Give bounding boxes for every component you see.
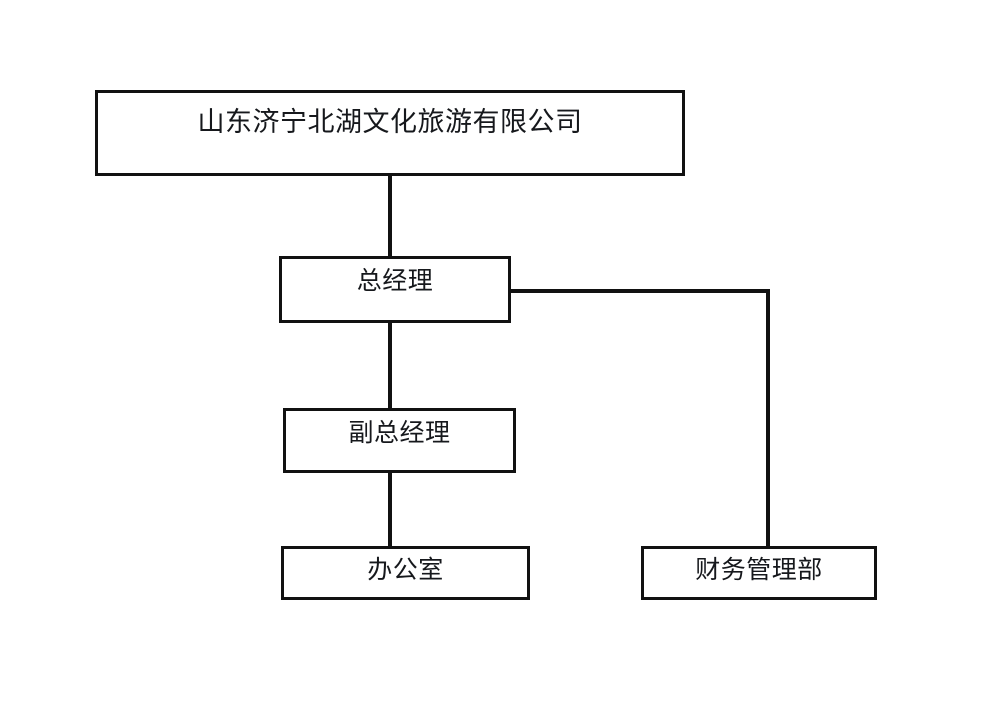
org-node-office-label: 办公室: [367, 557, 444, 584]
connector-company-to-general-manager: [388, 173, 392, 259]
connector-general-manager-to-deputy-general-manager: [388, 320, 392, 411]
org-node-deputy-general-manager[interactable]: 副总经理: [283, 408, 516, 473]
connector-deputy-general-manager-to-office: [388, 470, 392, 549]
org-node-deputy-general-manager-label: 副总经理: [348, 420, 451, 447]
connector-branch-to-finance-department: [766, 289, 770, 549]
org-node-finance-department[interactable]: 财务管理部: [641, 546, 877, 600]
org-node-general-manager[interactable]: 总经理: [279, 256, 511, 323]
org-node-office[interactable]: 办公室: [281, 546, 530, 600]
org-node-finance-department-label: 财务管理部: [695, 557, 823, 584]
org-node-company-label: 山东济宁北湖文化旅游有限公司: [197, 107, 583, 137]
org-node-company[interactable]: 山东济宁北湖文化旅游有限公司: [95, 90, 685, 176]
connector-general-manager-horizontal-branch: [508, 289, 770, 293]
org-node-general-manager-label: 总经理: [356, 268, 434, 295]
